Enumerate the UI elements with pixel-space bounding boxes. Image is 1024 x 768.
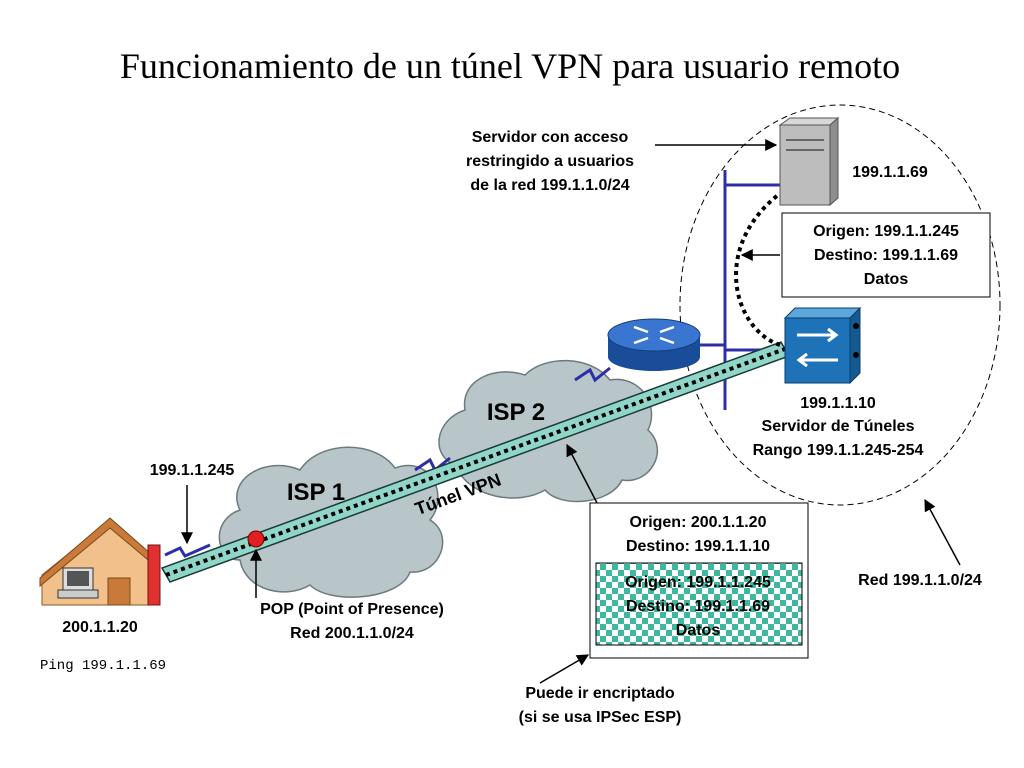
house-ip: 200.1.1.20 — [62, 619, 138, 636]
network-boundary — [679, 104, 1001, 506]
server-caption-1: Servidor con acceso — [472, 129, 629, 146]
tunnel-server-line-2: Servidor de Túneles — [762, 418, 915, 435]
server-caption-2: restringido a usuarios — [466, 153, 634, 170]
isp1-label: ISP 1 — [287, 479, 345, 506]
outer-packet-arrow — [566, 443, 598, 504]
encrypted-payload-line-3: Datos — [676, 622, 721, 639]
tunnel-server-icon — [783, 306, 862, 385]
ping-command: Ping 199.1.1.69 — [40, 658, 166, 674]
tunnel-server-line-1: 199.1.1.10 — [800, 395, 876, 412]
server-icon — [778, 116, 840, 207]
isp2-label: ISP 2 — [487, 399, 545, 426]
pop-dot — [247, 530, 265, 548]
outer-packet-line-1: Origen: 200.1.1.20 — [630, 514, 767, 531]
return-path — [734, 193, 781, 347]
inner-packet-line-2: Destino: 199.1.1.69 — [814, 247, 958, 264]
inner-packet-box — [781, 212, 991, 298]
wan-link-router — [574, 366, 611, 383]
encrypt-note-line-1: Puede ir encriptado — [525, 685, 675, 702]
network-label: Red 199.1.1.0/24 — [858, 572, 982, 589]
server-ip: 199.1.1.69 — [852, 164, 928, 181]
encrypt-note-arrow — [539, 654, 590, 684]
network-label-arrow — [924, 498, 961, 566]
outer-packet-line-2: Destino: 199.1.1.10 — [626, 538, 770, 555]
encrypted-payload-box — [595, 562, 803, 646]
inner-packet-line-3: Datos — [864, 271, 909, 288]
encrypted-payload-line-1: Origen: 199.1.1.245 — [625, 574, 771, 591]
wan-link-house — [164, 543, 211, 558]
inner-packet-line-1: Origen: 199.1.1.245 — [813, 223, 959, 240]
pop-line-1: POP (Point of Presence) — [260, 601, 444, 618]
wan-link-isp — [414, 456, 451, 473]
house-icon — [39, 517, 161, 606]
page-title: Funcionamiento de un túnel VPN para usua… — [120, 46, 900, 86]
encrypt-note-line-2: (si se usa IPSec ESP) — [519, 709, 682, 726]
encrypted-payload-line-2: Destino: 199.1.1.69 — [626, 598, 770, 615]
remote-tunnel-ip: 199.1.1.245 — [150, 462, 235, 479]
pop-line-2: Red 200.1.1.0/24 — [290, 625, 414, 642]
tunnel-server-line-3: Rango 199.1.1.245-254 — [753, 442, 924, 459]
server-caption-3: de la red 199.1.1.0/24 — [470, 177, 629, 194]
router-icon — [607, 318, 701, 371]
